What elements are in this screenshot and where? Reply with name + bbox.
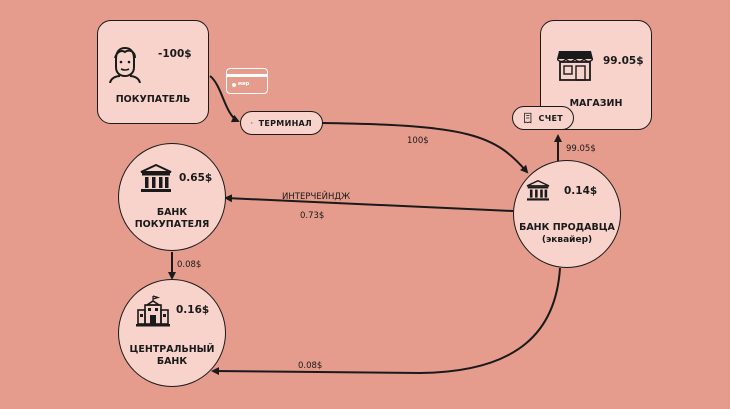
invoice-label: СЧЕТ [538, 113, 563, 123]
seller-bank-label-1: БАНК ПРОДАВЦА [519, 222, 615, 233]
store-icon [557, 51, 593, 81]
buyer-bank-label-1: БАНК [156, 207, 188, 218]
bank-icon [140, 164, 172, 192]
central-bank-amount: 0.16$ [176, 304, 210, 316]
buyer-label: ПОКУПАТЕЛЬ [115, 94, 191, 105]
central-bank-label-2: БАНК [156, 356, 188, 367]
terminal-label: ТЕРМИНАЛ [258, 118, 312, 128]
terminal-to-seller-bank-arrow [321, 122, 529, 174]
central-bank-node: 0.16$ ЦЕНТРАЛЬНЫЙ БАНК [118, 279, 226, 387]
central-bank-building-icon [136, 295, 170, 327]
central-bank-label-1: ЦЕНТРАЛЬНЫЙ [129, 344, 215, 355]
buyer-to-terminal-arrow [209, 75, 240, 123]
terminal-icon [251, 122, 253, 124]
seller-bank-label-2: (эквайер) [541, 235, 593, 245]
person-icon [109, 46, 141, 83]
buyer-bank-amount: 0.65$ [179, 172, 213, 184]
buyer-bank-node: 0.65$ БАНК ПОКУПАТЕЛЯ [118, 143, 226, 251]
seller-bank-to-central-label: 0.08$ [298, 361, 323, 371]
seller-bank-node: 0.14$ БАНК ПРОДАВЦА (эквайер) [513, 160, 621, 268]
buyer-amount: -100$ [158, 48, 192, 60]
receipt-icon [524, 112, 532, 124]
shop-node: 99.05$ МАГАЗИН [540, 20, 652, 130]
shop-label: МАГАЗИН [569, 98, 623, 109]
buyer-bank-label-2: ПОКУПАТЕЛЯ [134, 219, 210, 230]
seller-bank-to-central-arrow [211, 267, 561, 376]
buyer-bank-to-central-label: 0.08$ [177, 260, 202, 270]
card-brand: мир [238, 81, 250, 87]
interchange-arrow [224, 194, 514, 212]
card-chip-icon [232, 83, 236, 87]
interchange-amount-label: 0.73$ [300, 211, 325, 221]
terminal-node: ТЕРМИНАЛ [240, 111, 323, 135]
buyer-node: -100$ ПОКУПАТЕЛЬ [97, 20, 209, 124]
shop-payout-label: 99.05$ [566, 144, 596, 154]
bank-icon [526, 180, 550, 201]
shop-amount: 99.05$ [603, 55, 644, 67]
card-stripe [227, 74, 267, 77]
interchange-title-label: ИНТЕРЧЕЙНДЖ [282, 192, 351, 202]
invoice-node: СЧЕТ [512, 106, 574, 130]
seller-bank-amount: 0.14$ [564, 185, 598, 197]
payment-card: мир [226, 68, 268, 94]
terminal-amount-label: 100$ [407, 136, 429, 146]
